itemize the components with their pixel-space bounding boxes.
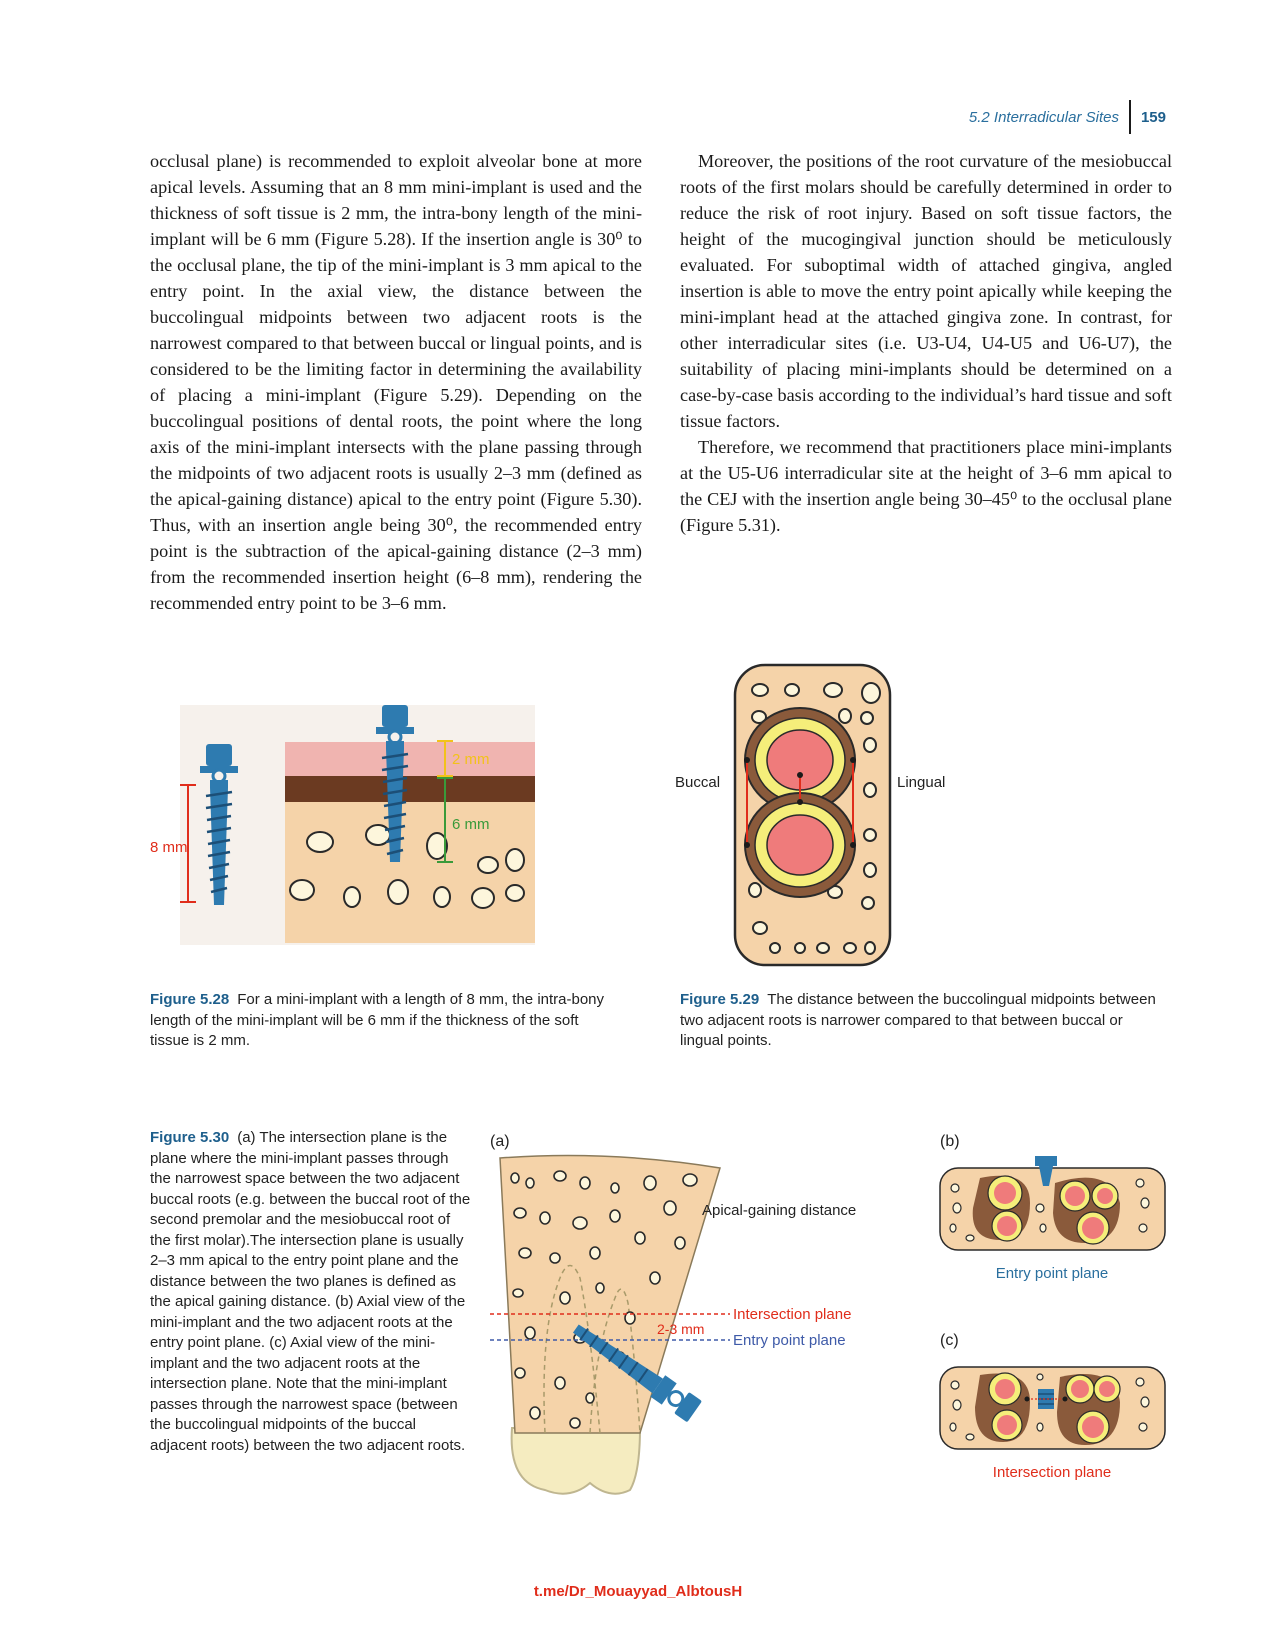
left-column: occlusal plane) is recommended to exploi… — [150, 148, 642, 616]
section-title: 5.2 Interradicular Sites — [968, 108, 1119, 126]
intersection-plane-label: Intersection plane — [733, 1306, 851, 1323]
apical-gaining-label: Apical-gaining distance — [702, 1202, 856, 1219]
body-paragraph: Therefore, we recommend that practitione… — [680, 437, 1172, 535]
caption-label: Figure 5.30 — [150, 1129, 230, 1146]
panel-a-label: (a) — [490, 1133, 510, 1150]
figure-5-30-a: (a) Apical-gainin — [490, 1133, 856, 1495]
figure-5-30-c: (c) Intersection plane — [939, 1332, 1166, 1481]
figure-5-30-b: (b) Entry point plane — [939, 1133, 1166, 1282]
caption-text: For a mini-implant with a length of 8 mm… — [150, 991, 605, 1049]
caption-text: The distance between the buccolingual mi… — [680, 991, 1156, 1049]
entry-point-plane-caption: Entry point plane — [996, 1265, 1109, 1282]
entry-plane-label: Entry point plane — [733, 1332, 846, 1349]
label-8mm: 8 mm — [150, 839, 188, 856]
figure-5-30-caption: Figure 5.30(a) The intersection plane is… — [150, 1128, 472, 1456]
running-header: 5.2 Interradicular Sites 159 — [969, 100, 1166, 134]
panel-b-label: (b) — [940, 1133, 960, 1150]
watermark-link[interactable]: t.me/Dr_Mouayyad_AlbtousH — [533, 1583, 743, 1600]
right-column: Moreover, the positions of the root curv… — [680, 148, 1172, 538]
label-2mm: 2 mm — [452, 751, 490, 768]
figure-5-28: 8 mm 2 mm 6 mm — [150, 705, 535, 945]
page-number: 159 — [1140, 108, 1166, 126]
caption-text: (a) The intersection plane is the plane … — [150, 1129, 471, 1454]
body-paragraph: Moreover, the positions of the root curv… — [680, 151, 1172, 431]
label-6mm: 6 mm — [452, 816, 490, 833]
body-paragraph: occlusal plane) is recommended to exploi… — [150, 151, 642, 613]
header-divider — [1128, 100, 1131, 134]
caption-label: Figure 5.28 — [150, 991, 230, 1008]
label-buccal: Buccal — [675, 774, 720, 791]
label-lingual: Lingual — [897, 774, 945, 791]
distance-label: 2-3 mm — [657, 1321, 704, 1337]
panel-c-label: (c) — [940, 1332, 959, 1349]
figure-5-29: Buccal Lingual — [675, 663, 945, 967]
caption-label: Figure 5.29 — [680, 991, 760, 1008]
intersection-plane-caption: Intersection plane — [993, 1464, 1111, 1481]
